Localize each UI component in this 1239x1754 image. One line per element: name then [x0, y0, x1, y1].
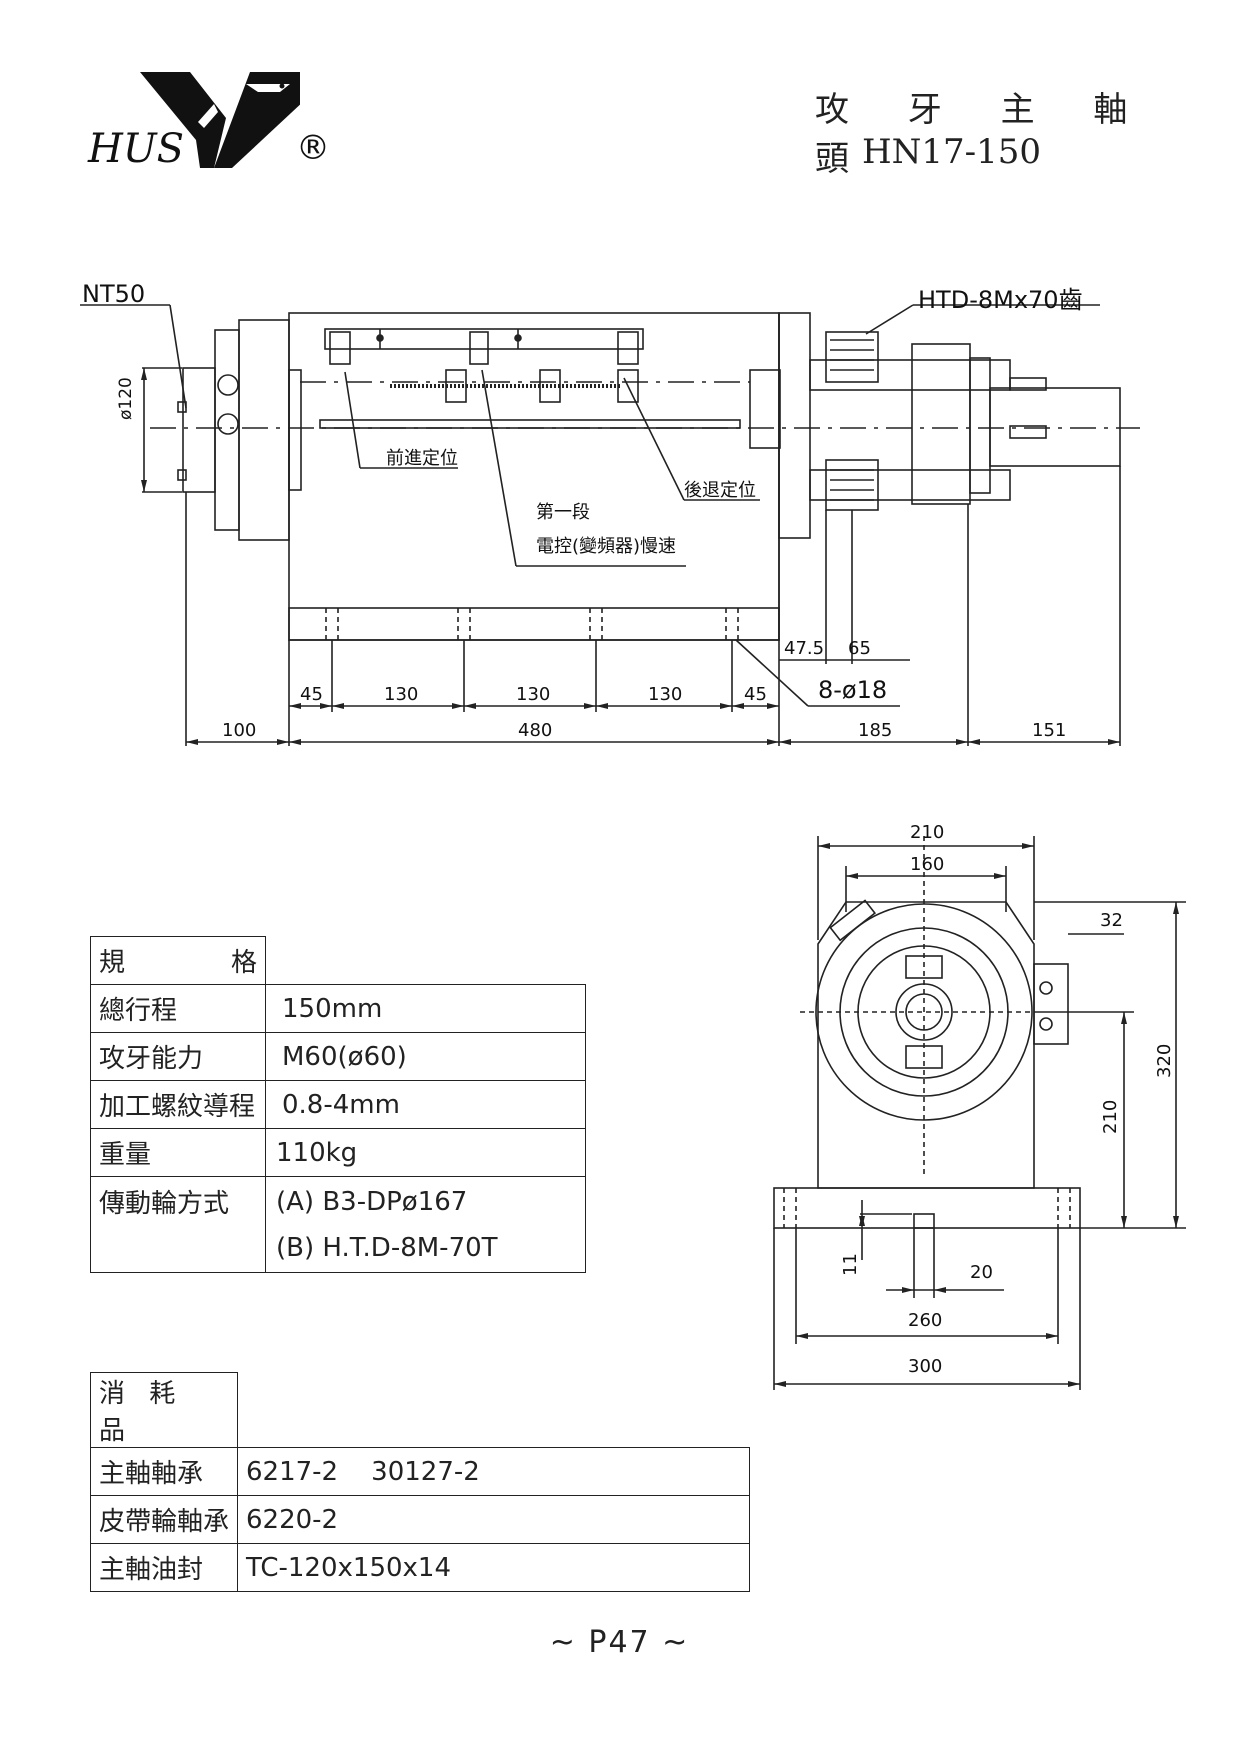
dim-45-right: 45 [744, 684, 767, 705]
dim-480: 480 [518, 720, 553, 741]
dim-260: 260 [908, 1310, 943, 1331]
spec-header-blank [265, 936, 586, 985]
table-row: 主軸油封 TC-120x150x14 [90, 1543, 750, 1592]
consumable-value: 6217-2 30127-2 [237, 1447, 750, 1496]
spec-label: 攻牙能力 [90, 1032, 266, 1081]
dim-20: 20 [970, 1262, 993, 1283]
consumable-label: 皮帶輪軸承 [90, 1495, 238, 1544]
dim-47-5: 47.5 [784, 638, 825, 659]
model-number: HN17-150 [862, 132, 1042, 172]
table-row: 攻牙能力 M60(ø60) [90, 1032, 586, 1081]
table-row: 加工螺紋導程 0.8-4mm [90, 1080, 586, 1129]
speed-control-label: 電控(變頻器)慢速 [536, 536, 677, 557]
spec-label: 重量 [90, 1128, 266, 1177]
holes-label: 8-ø18 [818, 676, 888, 704]
dim-100: 100 [222, 720, 257, 741]
dim-130-c: 130 [648, 684, 683, 705]
table-row: 傳動輪方式 (A) B3-DPø167 (B) H.T.D-8M-70T [90, 1176, 586, 1273]
spec-value: 0.8-4mm [265, 1080, 586, 1129]
spec-label: 加工螺紋導程 [90, 1080, 266, 1129]
dim-32: 32 [1100, 910, 1123, 931]
spec-value: M60(ø60) [265, 1032, 586, 1081]
dim-320: 320 [1154, 1043, 1175, 1078]
dim-65: 65 [848, 638, 871, 659]
brand-name: HUS [88, 126, 184, 172]
consumable-label: 主軸軸承 [90, 1447, 238, 1496]
spec-value: 150mm [265, 984, 586, 1033]
spec-header-left: 規 [99, 948, 126, 978]
dim-130-a: 130 [384, 684, 419, 705]
brand-logo [140, 72, 300, 168]
spec-value-multi: (A) B3-DPø167 (B) H.T.D-8M-70T [265, 1176, 586, 1273]
nt50-label: NT50 [82, 280, 146, 308]
dim-151: 151 [1032, 720, 1067, 741]
dim-160: 160 [910, 854, 945, 875]
forward-position-label: 前進定位 [386, 448, 458, 469]
spec-header: 規 格 [90, 936, 266, 985]
registered-mark: ® [296, 128, 330, 168]
spec-table: 規 格 總行程 150mm 攻牙能力 M60(ø60) 加工螺紋導程 0.8-4… [90, 936, 586, 1273]
belt-label: HTD-8Mx70齒 [918, 286, 1083, 314]
dim-130-b: 130 [516, 684, 551, 705]
consumable-value: 6220-2 [237, 1495, 750, 1544]
page-number: ~ P47 ~ [549, 1625, 690, 1660]
dim-45-left: 45 [300, 684, 323, 705]
table-row: 皮帶輪軸承 6220-2 [90, 1495, 750, 1544]
spec-header-right: 格 [230, 948, 257, 978]
spec-value: 110kg [265, 1128, 586, 1177]
spec-label: 總行程 [90, 984, 266, 1033]
spec-label: 傳動輪方式 [90, 1176, 266, 1273]
consumable-value: TC-120x150x14 [237, 1543, 750, 1592]
first-stage-label: 第一段 [536, 502, 590, 523]
consumable-label: 主軸油封 [90, 1543, 238, 1592]
table-row: 總行程 150mm [90, 984, 586, 1033]
consumables-table: 消 耗 品 主軸軸承 6217-2 30127-2 皮帶輪軸承 6220-2 主… [90, 1372, 750, 1592]
consumables-header: 消 耗 品 [90, 1372, 238, 1448]
spec-value-2: (B) H.T.D-8M-70T [276, 1232, 498, 1263]
side-view-drawing [80, 304, 1140, 746]
spec-value: (A) B3-DPø167 [276, 1186, 468, 1217]
table-row: 重量 110kg [90, 1128, 586, 1177]
end-view-drawing [773, 836, 1186, 1390]
dim-210-side: 210 [1100, 1099, 1121, 1134]
return-position-label: 後退定位 [684, 480, 756, 501]
consumables-header-blank [237, 1372, 750, 1448]
dim-11: 11 [840, 1253, 861, 1276]
dim-210-top: 210 [910, 822, 945, 843]
table-row: 主軸軸承 6217-2 30127-2 [90, 1447, 750, 1496]
dim-300: 300 [908, 1356, 943, 1377]
dim-185: 185 [858, 720, 893, 741]
page-title: 攻 牙 主 軸 頭 [815, 90, 1152, 179]
